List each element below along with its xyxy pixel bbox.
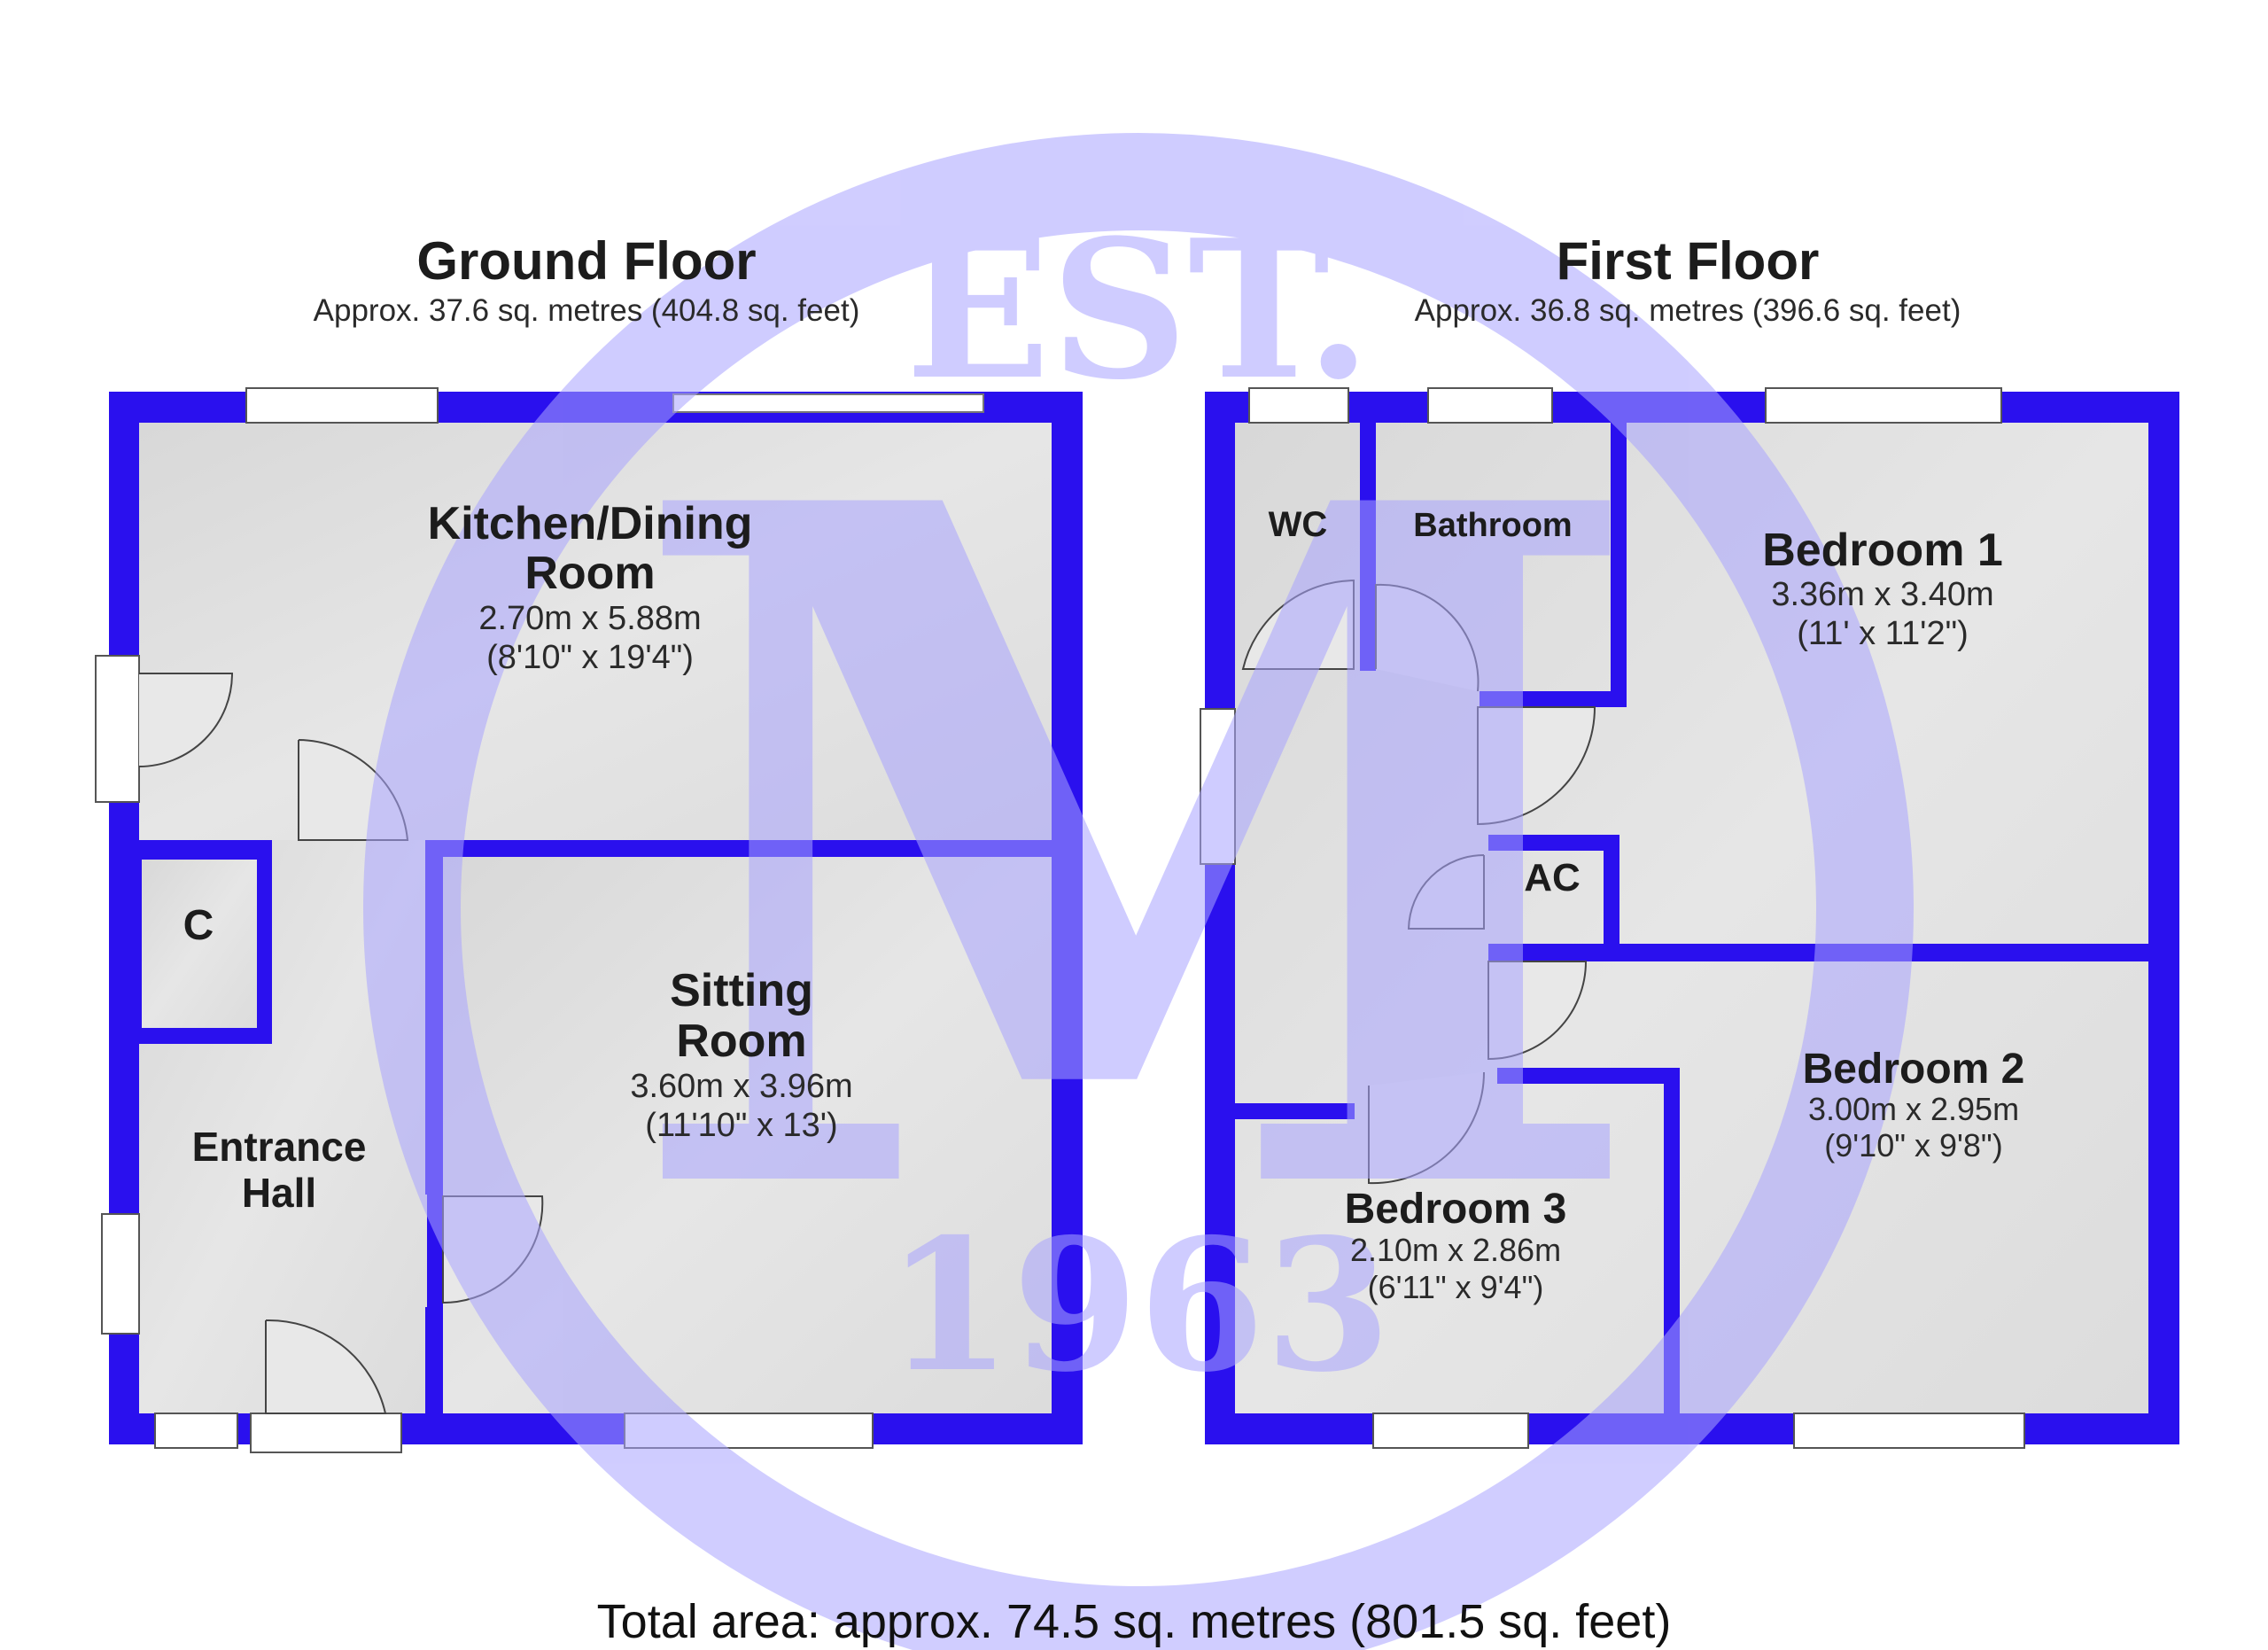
wc-bath-wall xyxy=(1360,423,1376,671)
entrance-name-line2: Hall xyxy=(242,1170,316,1216)
first-room-labels: WC Bathroom AC Bedroom 1 3.36m x 3.40m (… xyxy=(1269,505,2025,1305)
bed3-top-wall-right xyxy=(1497,1068,1679,1084)
hall-sitting-wall-bottom xyxy=(425,1307,443,1413)
bath-door-swing xyxy=(1375,583,1480,692)
ground-floor-area: Approx. 37.6 sq. metres (404.8 sq. feet) xyxy=(314,293,860,328)
bed3-window xyxy=(1372,1413,1529,1449)
ac-name: AC xyxy=(1524,856,1581,899)
front-door-frame xyxy=(250,1413,402,1453)
ac-top-wall xyxy=(1488,835,1617,851)
bed3-top-wall-left xyxy=(1235,1103,1355,1119)
bedroom1-name: Bedroom 1 xyxy=(1762,525,2003,576)
ac-right-wall xyxy=(1604,835,1619,950)
bedroom2-metric: 3.00m x 2.95m xyxy=(1808,1091,2019,1127)
first-floor-title: First Floor xyxy=(1557,231,1820,291)
bedroom1-imperial: (11' x 11'2") xyxy=(1797,615,1968,652)
first-floor-plan xyxy=(1200,387,2179,1449)
bedroom1-metric: 3.36m x 3.40m xyxy=(1771,576,1993,613)
kitchen-name-line1: Kitchen/Dining xyxy=(428,498,753,549)
ac-door-swing xyxy=(1407,854,1485,930)
ground-floor-title: Ground Floor xyxy=(416,231,756,291)
bedroom3-name: Bedroom 3 xyxy=(1345,1186,1567,1233)
landing-window xyxy=(1200,708,1236,865)
side-door-frame xyxy=(95,655,140,803)
bedroom2-name: Bedroom 2 xyxy=(1803,1046,2025,1093)
side-door-swing xyxy=(138,673,234,767)
kitchen-sitting-wall xyxy=(425,840,1052,857)
sitting-imperial: (11'10" x 13') xyxy=(645,1107,837,1144)
cupboard-name: C xyxy=(183,902,214,949)
wc-name: WC xyxy=(1269,505,1328,544)
watermark-est: EST. xyxy=(905,198,1371,422)
kitchen-metric: 2.70m x 5.88m xyxy=(478,600,701,637)
wc-door-swing xyxy=(1241,579,1355,670)
kitchen-window xyxy=(245,387,439,424)
bed1-door-swing xyxy=(1477,706,1596,826)
floor-headers: Ground Floor Approx. 37.6 sq. metres (40… xyxy=(314,231,1961,328)
watermark-logo: EST. M 1963 xyxy=(363,133,1914,1650)
ground-room-labels: Kitchen/Dining Room 2.70m x 5.88m (8'10"… xyxy=(183,498,853,1216)
cupboard-floor xyxy=(142,860,257,1028)
bedroom3-metric: 2.10m x 2.86m xyxy=(1350,1232,1561,1268)
bathroom-name: Bathroom xyxy=(1413,507,1572,544)
sitting-name-line1: Sitting xyxy=(670,965,813,1016)
wc-window xyxy=(1248,387,1349,424)
bedroom2-imperial: (9'10" x 9'8") xyxy=(1824,1127,2002,1164)
bed2-door-swing xyxy=(1487,961,1588,1061)
watermark-year: 1963 xyxy=(886,1200,1392,1413)
kitchen-imperial: (8'10" x 19'4") xyxy=(486,639,694,676)
bath-bottom-wall xyxy=(1480,691,1627,707)
bath-bed1-wall xyxy=(1611,423,1627,706)
sitting-name-line2: Room xyxy=(676,1016,806,1067)
hall-small-window xyxy=(154,1413,238,1449)
bed2-window xyxy=(1793,1413,2025,1449)
kitchen-name-line2: Room xyxy=(524,548,655,599)
bath-window xyxy=(1427,387,1553,424)
front-door-swing xyxy=(265,1319,387,1414)
watermark-ring xyxy=(363,133,1914,1650)
total-area: Total area: approx. 74.5 sq. metres (801… xyxy=(597,1595,1672,1648)
bed1-window xyxy=(1765,387,2002,424)
entrance-name-line1: Entrance xyxy=(192,1124,367,1170)
first-floor-area: Approx. 36.8 sq. metres (396.6 sq. feet) xyxy=(1415,293,1961,328)
bedroom3-imperial: (6'11" x 9'4") xyxy=(1368,1269,1544,1305)
watermark-letter: M xyxy=(624,305,1653,1398)
hall-side-window xyxy=(101,1213,140,1335)
sitting-metric: 3.60m x 3.96m xyxy=(630,1068,852,1105)
bed3-door-swing xyxy=(1368,1071,1485,1185)
